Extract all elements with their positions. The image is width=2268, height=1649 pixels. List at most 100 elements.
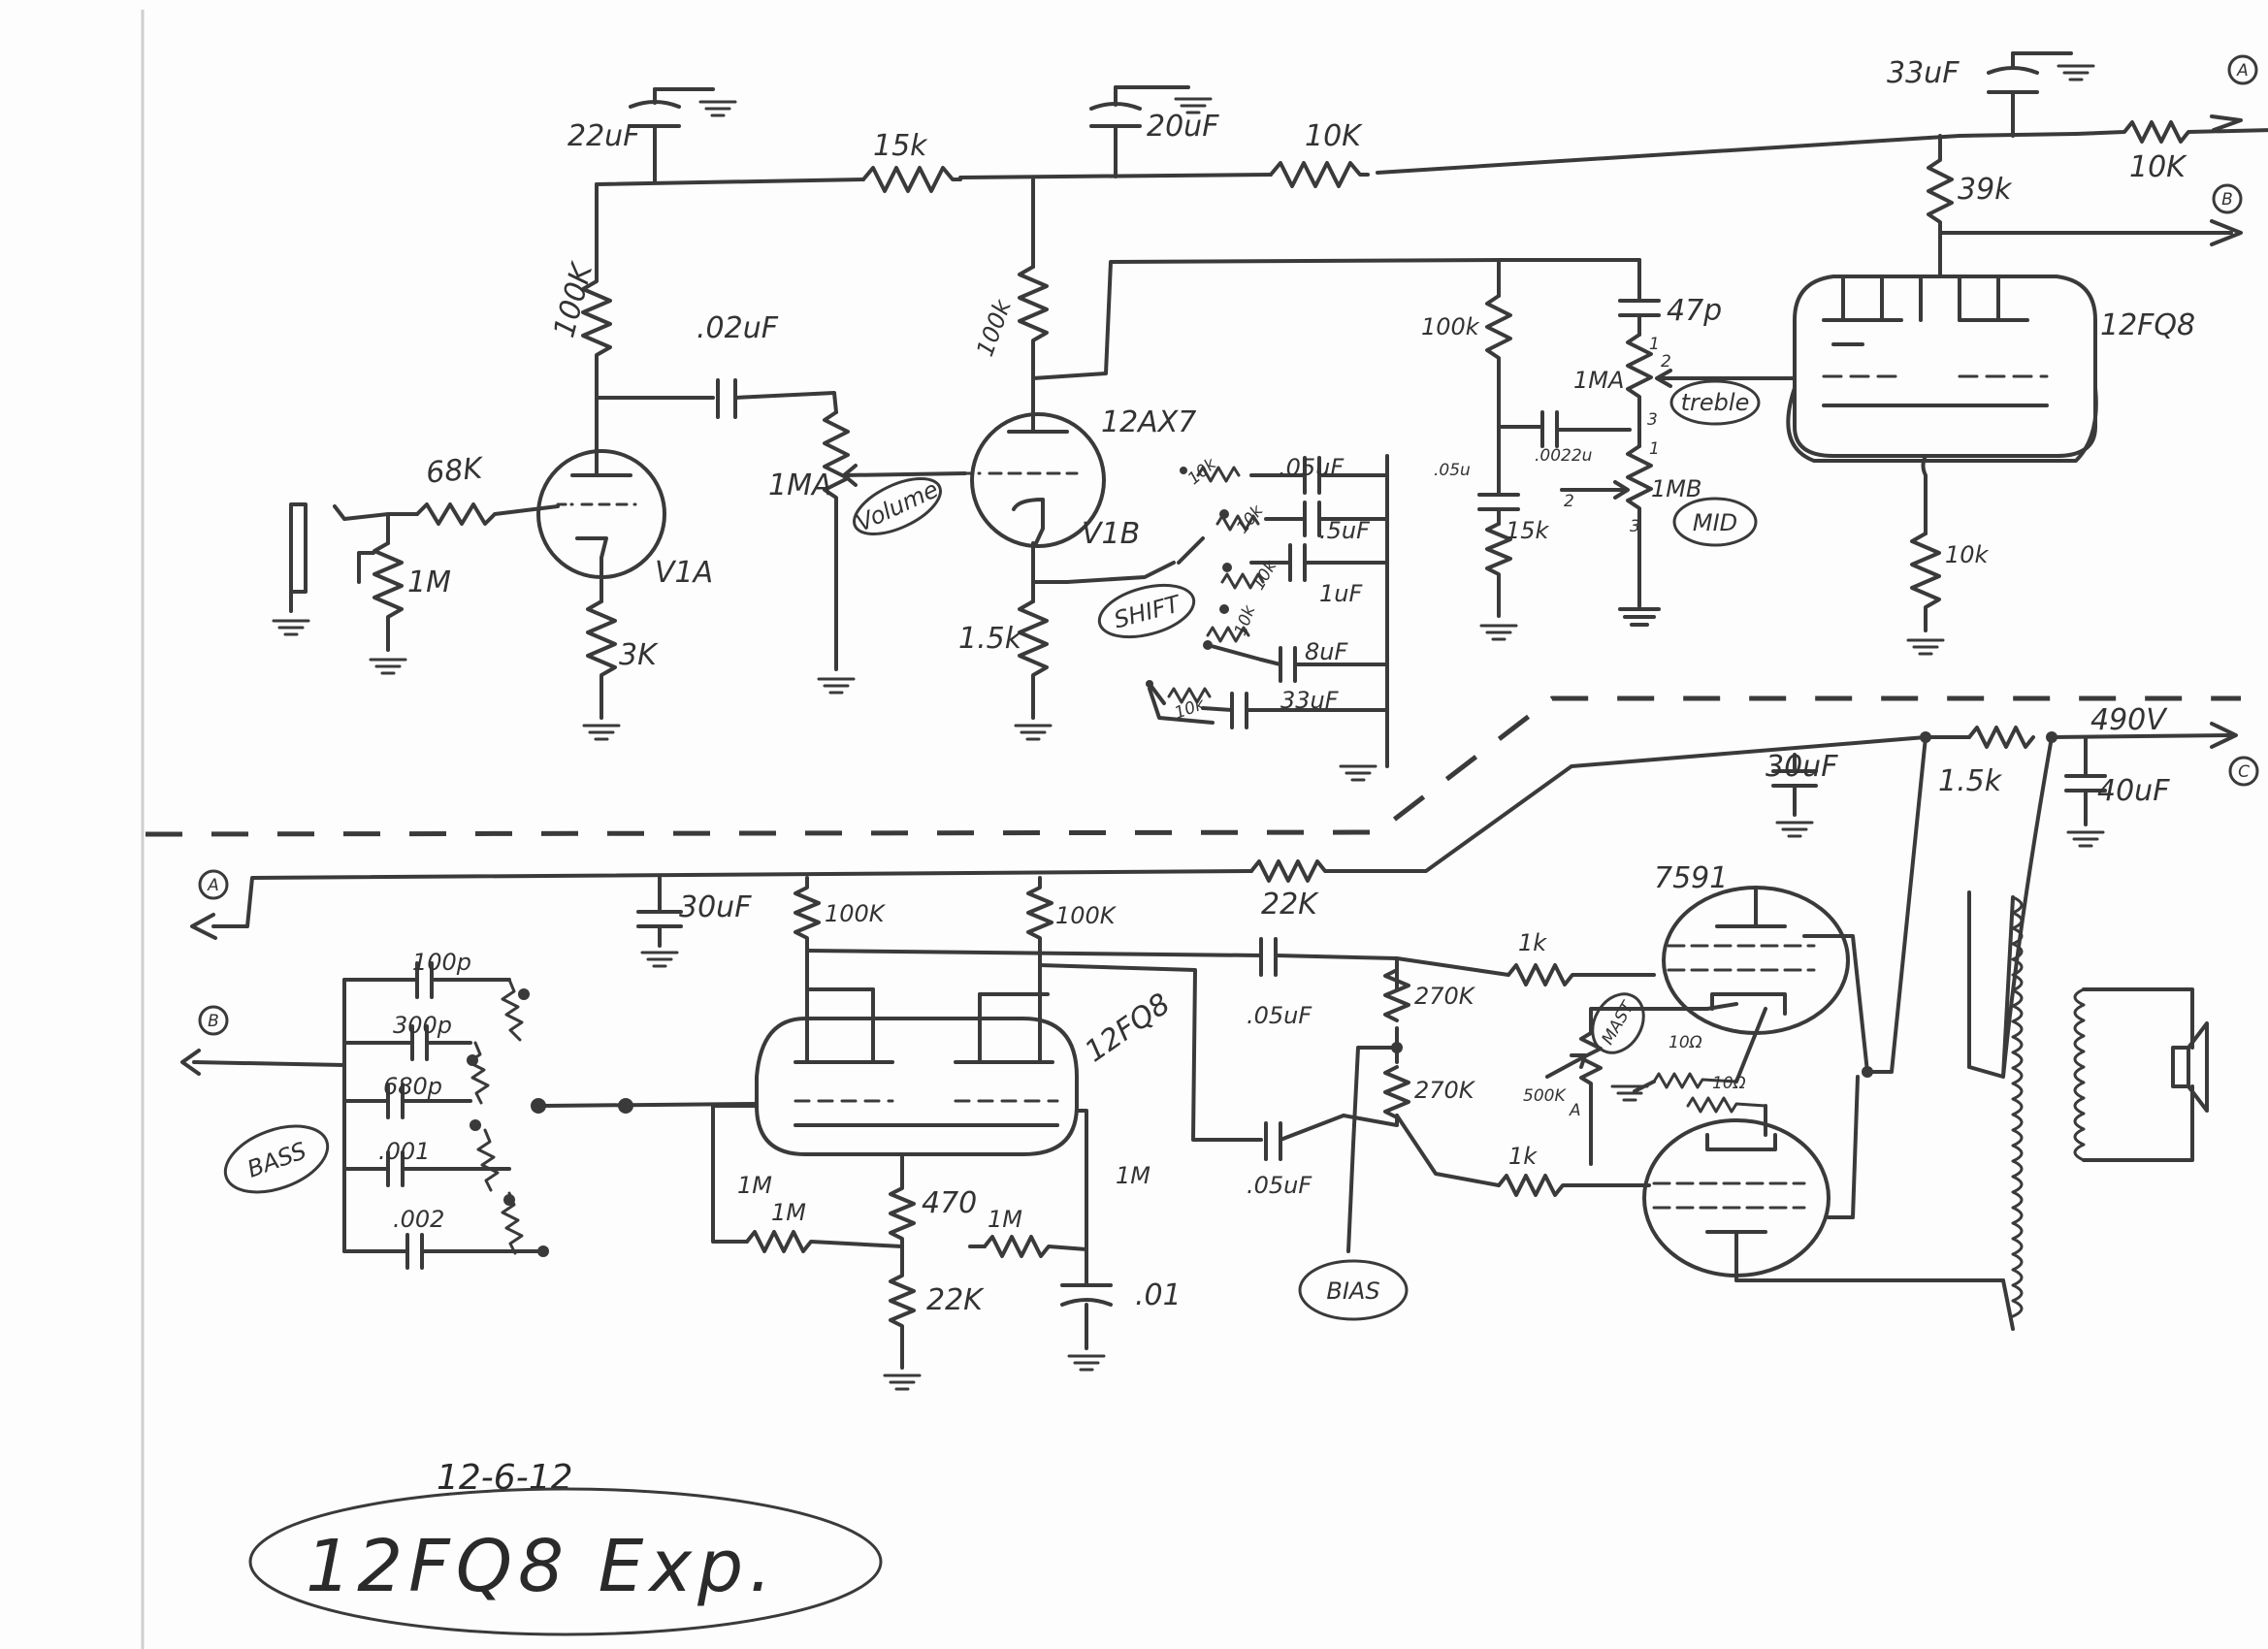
label-100k-v1a: 100K (547, 258, 599, 341)
wire-plate-a (805, 949, 1263, 962)
bplus-rail-bottom (211, 733, 2233, 928)
label-10k-right: 10K (2129, 150, 2187, 184)
label-shift-c2: .5uF (1319, 517, 1371, 544)
tag-shift: SHIFT (1097, 583, 1196, 639)
label-47p: 47p (1667, 294, 1722, 328)
label-39k: 39k (1958, 173, 2013, 207)
connector-a-top: A (2227, 54, 2258, 85)
arrow-b-top (2210, 219, 2243, 246)
arrow-a-top (2210, 114, 2243, 132)
capacitor-02uf (716, 378, 737, 419)
wire-1k-a (1395, 956, 1510, 977)
connector-a-bottom: A (198, 869, 229, 900)
label-pin3-treble: 3 (1647, 410, 1658, 430)
label-500k: 500K (1523, 1086, 1567, 1106)
resistor-1m-b (983, 1109, 1088, 1258)
label-001: .001 (378, 1138, 430, 1165)
label-shift-c4: 8uF (1305, 638, 1348, 665)
capacitor-05uf-a (1259, 937, 1399, 977)
capacitor-30uf-right (1771, 753, 1818, 838)
label-02uf: .02uF (697, 311, 779, 345)
label-22k-top: 22K (1261, 888, 1319, 922)
resistor-22k-bottom (889, 1254, 916, 1370)
label-pin3-mid: 3 (1630, 517, 1640, 536)
label-shift-c5: 33uF (1280, 687, 1340, 714)
capacitor-40uf (2064, 735, 2107, 848)
label-270k-a: 270K (1414, 983, 1476, 1010)
connector-b-top-text: B (2221, 190, 2233, 210)
label-300p: 300p (393, 1012, 452, 1039)
bass-network (180, 961, 549, 1270)
resistor-100k-v1a (581, 182, 612, 448)
ground-v1b (1014, 724, 1053, 741)
label-500k-a: A (1569, 1101, 1581, 1120)
resistor-22k (1249, 859, 1331, 883)
label-30uf-left: 30uF (679, 890, 752, 924)
tag-volume: Volume (852, 475, 942, 536)
resistor-1-5k-ps (1967, 726, 2035, 749)
label-12fq8-bottom: 12FQ8 (1079, 986, 1176, 1069)
wire-bias (1346, 1046, 1399, 1253)
label-1mb-mid: 1MB (1651, 475, 1701, 502)
tag-treble: treble (1669, 379, 1761, 426)
label-100k-v1b: 100k (971, 295, 1017, 360)
tube-12fq8-top (1773, 231, 2098, 656)
tag-bass-text: BASS (243, 1137, 309, 1183)
capacitor-33uf (1987, 51, 2095, 138)
label-270k-b: 270K (1414, 1077, 1476, 1104)
label-20uf: 20uF (1147, 110, 1219, 144)
resistor-100k-b (1026, 876, 1053, 1030)
label-1-5k-v1b: 1.5k (958, 622, 1023, 656)
capacitor-20uf (1089, 85, 1213, 178)
wire-input (333, 504, 419, 545)
ground-22k (883, 1374, 922, 1391)
label-10k-fq8: 10k (1945, 541, 1990, 568)
connector-a-top-text: A (2236, 61, 2249, 81)
resistor-39k (1927, 134, 1954, 243)
ground-input (369, 658, 407, 675)
connector-b-bottom: B (198, 1005, 229, 1036)
tone-stack (1477, 258, 1777, 641)
resistor-1m-input (373, 541, 404, 652)
label-15k-tone: 15k (1506, 517, 1550, 544)
wire-phase-inv (1342, 956, 1399, 1127)
resistor-1-5k-v1b (1018, 599, 1049, 720)
label-100k-a: 100K (825, 900, 887, 927)
label-002: .002 (393, 1206, 444, 1233)
label-490v: 490V (2090, 703, 2168, 737)
wiper-volume (842, 464, 967, 487)
tube-7591-top (1662, 886, 1850, 1035)
resistor-100k-v1b (1018, 265, 1049, 409)
tag-volume-text: Volume (852, 475, 942, 536)
tag-mid: MID (1672, 497, 1758, 547)
pot-500k-mast (1579, 1017, 1603, 1166)
ground-jack (272, 619, 310, 636)
tag-bias-text: BIAS (1326, 1277, 1379, 1305)
resistor-3k (586, 599, 617, 720)
wire-v1b-plate-out (1031, 258, 1506, 380)
resistor-270k-b (1383, 1065, 1410, 1119)
resistor-10k-right (2074, 120, 2268, 144)
resistor-470 (889, 1152, 916, 1258)
label-v1b: V1B (1082, 517, 1140, 551)
tube-7591-bottom (1642, 1118, 1831, 1282)
label-1m-input: 1M (407, 566, 451, 599)
label-05uf-a: .05uF (1247, 1002, 1312, 1029)
label-30uf-right: 30uF (1766, 750, 1838, 784)
title-ellipse (248, 1487, 883, 1636)
label-1-5k-ps: 1.5k (1938, 764, 2003, 798)
label-680p: 680p (383, 1073, 442, 1100)
wire-10ohm (1633, 1007, 1767, 1137)
tag-bass: BASS (223, 1124, 330, 1194)
label-1ma-treble: 1MA (1573, 367, 1624, 394)
label-10k-top: 10K (1305, 119, 1363, 153)
label-10ohm-a: 10Ω (1669, 1033, 1702, 1052)
label-1k-b: 1k (1508, 1143, 1538, 1170)
label-05uf-b: .05uF (1247, 1172, 1312, 1199)
wire-1k-b (1395, 1114, 1501, 1187)
label-05u-tone: .05u (1434, 461, 1471, 480)
capacitor-05uf-b (1264, 1114, 1345, 1161)
resistor-100k-a (794, 876, 821, 1030)
wiper-500k (1545, 1053, 1587, 1079)
label-1ma-volume: 1MA (768, 469, 832, 502)
